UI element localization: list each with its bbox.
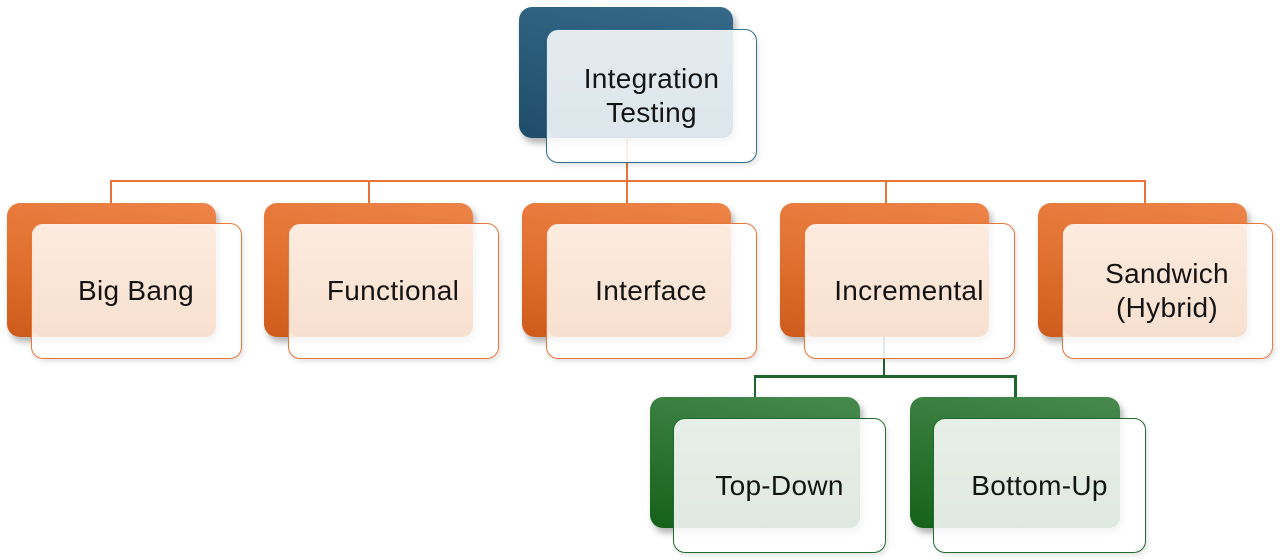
connector-stub-bottom-up xyxy=(1014,377,1017,398)
connector-level1-rail xyxy=(109,179,1147,183)
node-sandwich-hybrid[interactable]: Sandwich (Hybrid) xyxy=(1038,203,1273,359)
node-bottom-up[interactable]: Bottom-Up xyxy=(910,397,1146,553)
connector-stub-top-down xyxy=(753,377,757,398)
node-label: Bottom-Up xyxy=(971,469,1108,501)
node-tint-overlay xyxy=(32,224,216,337)
node-incremental[interactable]: Incremental xyxy=(780,203,1015,359)
connector-stub-incremental xyxy=(884,180,888,203)
connector-root-vertical xyxy=(625,138,629,204)
node-interface[interactable]: Interface xyxy=(522,203,757,359)
node-tint-overlay xyxy=(1063,224,1247,337)
node-tint-overlay xyxy=(547,224,731,337)
connector-stub-sandwich xyxy=(1143,180,1147,203)
node-label: Integration Testing xyxy=(583,63,720,128)
node-label: Incremental xyxy=(834,275,984,306)
connector-stub-functional xyxy=(367,180,370,203)
node-label: Functional xyxy=(326,275,460,306)
node-top-down[interactable]: Top-Down xyxy=(650,397,886,553)
node-label: Interface xyxy=(595,275,707,306)
connector-level2-rail xyxy=(753,375,1017,378)
node-tint-overlay xyxy=(805,224,989,337)
node-tint-overlay xyxy=(547,30,733,138)
node-label: Big Bang xyxy=(77,275,195,306)
connector-stub-big-bang xyxy=(109,180,113,203)
node-integration-testing[interactable]: Integration Testing xyxy=(519,7,757,163)
node-tint-overlay xyxy=(934,419,1120,528)
node-tint-overlay xyxy=(289,224,473,337)
node-tint-overlay xyxy=(674,419,860,528)
node-big-bang[interactable]: Big Bang xyxy=(7,203,242,359)
node-label: Top-Down xyxy=(715,469,844,501)
node-label: Sandwich (Hybrid) xyxy=(1105,258,1229,323)
node-functional[interactable]: Functional xyxy=(264,203,499,359)
